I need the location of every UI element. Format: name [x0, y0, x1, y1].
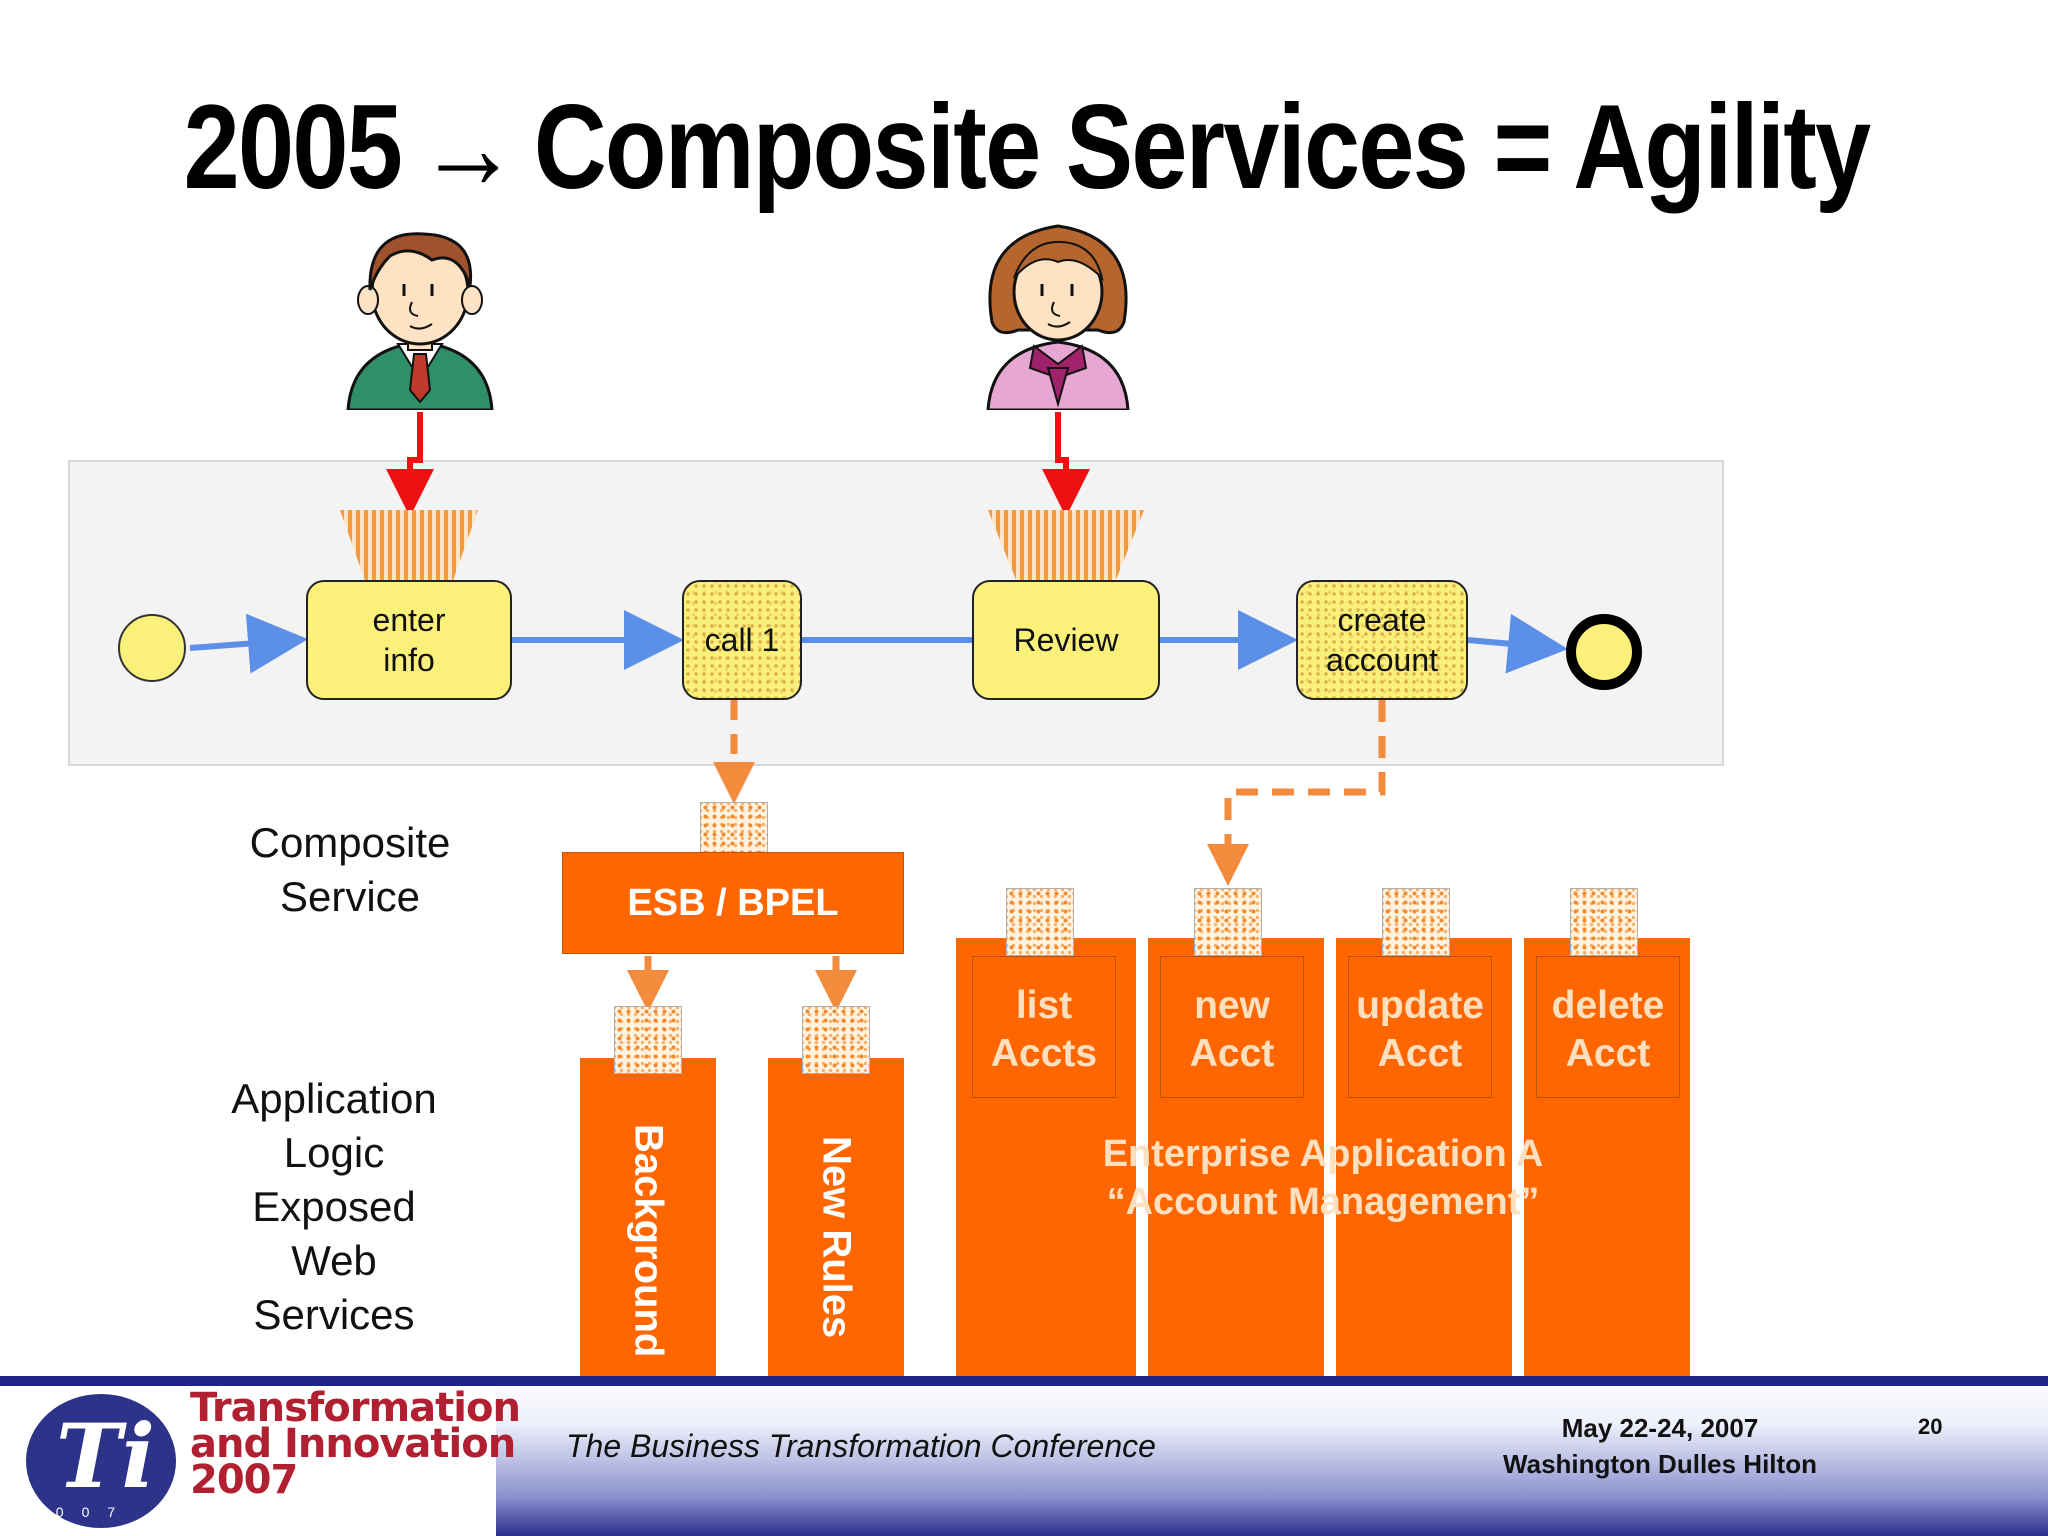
- logo-emblem: [26, 1394, 176, 1528]
- task-call-1[interactable]: call 1: [682, 580, 802, 700]
- operation-frame: [1536, 956, 1680, 1098]
- layer-label-composite: Composite Service: [249, 819, 451, 920]
- human-input-hopper: [988, 510, 1144, 580]
- service-port: [1006, 888, 1074, 956]
- footer-rule: [0, 1376, 2048, 1386]
- conference-name: The Business Transformation Conference: [566, 1428, 1156, 1464]
- operation-frame: [1160, 956, 1304, 1098]
- service-port: [614, 1006, 682, 1074]
- logo-wordmark: Transformation and Innovation 2007: [190, 1385, 521, 1503]
- operation-list-accts[interactable]: list Accts: [990, 984, 1098, 1075]
- task-create-account[interactable]: create account: [1296, 580, 1468, 700]
- service-port: [802, 1006, 870, 1074]
- column-divider: [1512, 938, 1524, 1438]
- operation-frame: [972, 956, 1116, 1098]
- task-review[interactable]: Review: [972, 580, 1160, 700]
- service-port: [1570, 888, 1638, 956]
- operation-delete-acct[interactable]: delete Acct: [1551, 984, 1665, 1075]
- page-number: 20: [1918, 1414, 1943, 1439]
- end-event: [1566, 614, 1642, 690]
- conference-logo: Ti Transformation and Innovation 2007 20…: [0, 1386, 521, 1536]
- man-icon: [346, 232, 494, 410]
- task-enter-info[interactable]: enter info: [306, 580, 512, 700]
- woman-icon: [986, 224, 1130, 410]
- service-port: [1382, 888, 1450, 956]
- layer-label-application: Application Logic Exposed Web Services: [231, 1075, 437, 1338]
- column-divider: [1324, 938, 1336, 1438]
- conference-date: May 22-24, 2007: [1561, 1413, 1759, 1443]
- enterprise-app-name: Enterprise Application A “Account Manage…: [956, 1130, 1690, 1226]
- enterprise-application-box[interactable]: [956, 938, 1690, 1416]
- human-input-hopper: [340, 510, 478, 580]
- conference-venue: Washington Dulles Hilton: [1503, 1449, 1817, 1479]
- operation-update-acct[interactable]: update Acct: [1356, 984, 1484, 1075]
- logo-ti-icon: Ti: [56, 1404, 155, 1508]
- page-title: 2005→Composite Services = Agility: [166, 78, 1886, 216]
- conference-date-venue: May 22-24, 2007 Washington Dulles Hilton: [1480, 1410, 1840, 1482]
- logo-year: 2007: [30, 1504, 134, 1520]
- operation-new-acct[interactable]: new Acct: [1189, 984, 1275, 1075]
- background-service[interactable]: Background: [580, 1058, 716, 1416]
- enterprise-app-title: Enterprise Application A: [1102, 1133, 1544, 1175]
- enterprise-app-subtitle: “Account Management”: [1106, 1181, 1540, 1223]
- title-year: 2005: [183, 80, 403, 214]
- operation-frame: [1348, 956, 1492, 1098]
- column-divider: [1136, 938, 1148, 1438]
- title-arrow: →: [417, 80, 519, 214]
- esb-bpel-box[interactable]: ESB / BPEL: [562, 852, 904, 954]
- start-event: [118, 614, 186, 682]
- new-rules-service[interactable]: New Rules: [768, 1058, 904, 1416]
- title-text: Composite Services = Agility: [533, 80, 1871, 214]
- service-port: [1194, 888, 1262, 956]
